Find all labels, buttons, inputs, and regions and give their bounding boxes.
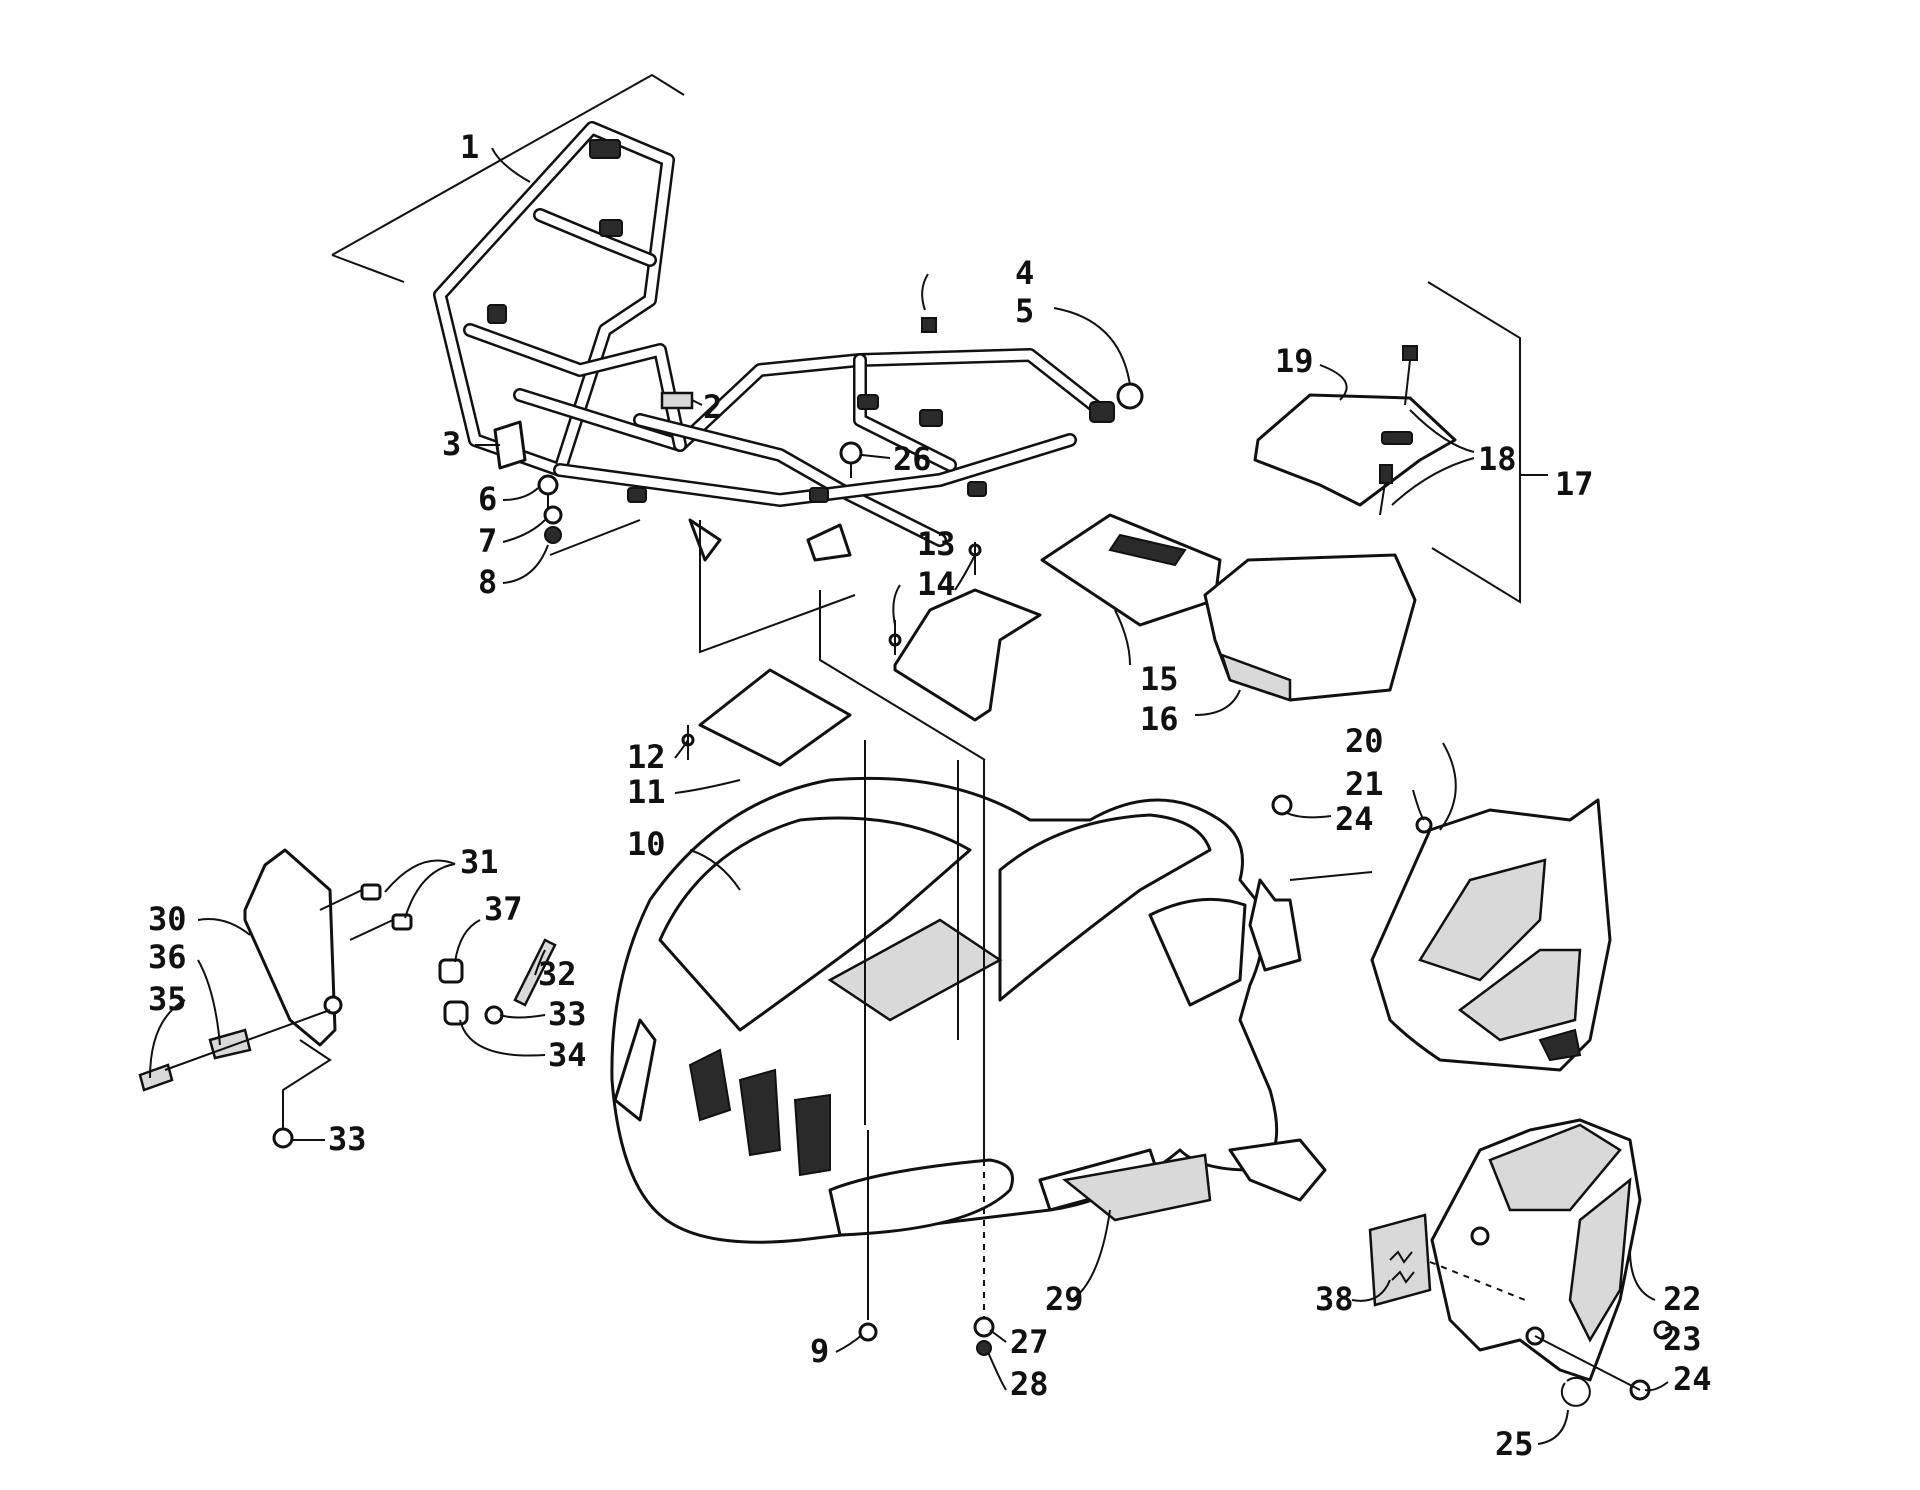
plate-11 [681, 668, 852, 767]
callout-26: 26 [893, 440, 932, 478]
callout-13: 13 [917, 525, 956, 563]
decal-29 [1062, 1153, 1212, 1222]
callout-17: 17 [1555, 465, 1594, 503]
callout-7: 7 [478, 522, 497, 560]
nut-9 [858, 1322, 878, 1342]
fender-panel-20 [1370, 798, 1612, 1072]
clip-4 [921, 317, 937, 333]
callout-27: 27 [1010, 1323, 1049, 1361]
bolt-31b [391, 913, 413, 931]
callout-19: 19 [1275, 342, 1314, 380]
washer-33b [272, 1127, 294, 1149]
nut-8 [544, 526, 562, 544]
callout-6: 6 [478, 480, 497, 518]
callout-5: 5 [1015, 292, 1034, 330]
hardware-bottom [858, 1316, 995, 1356]
storage-box-parts [1040, 345, 1457, 702]
callout-20: 20 [1345, 722, 1384, 760]
callout-29: 29 [1045, 1280, 1084, 1318]
box-16 [1203, 553, 1417, 702]
washer-27 [973, 1316, 995, 1338]
callout-30: 30 [148, 900, 187, 938]
decal-2 [660, 391, 694, 410]
insert-15 [1040, 513, 1222, 627]
alignment-lines [699, 520, 1641, 1391]
callout-labels: 1 2 3 4 5 6 7 8 9 10 11 12 13 14 15 16 1… [148, 128, 1712, 1463]
bushing-37 [438, 958, 464, 984]
decal-38 [1368, 1213, 1432, 1307]
callout-37: 37 [484, 890, 523, 928]
bolt-31a [360, 883, 382, 901]
front-rack-bracket [331, 73, 685, 283]
lens-30 [243, 848, 337, 1047]
spring-36 [208, 1028, 252, 1060]
callout-33b: 33 [328, 1120, 367, 1158]
lid-19 [1253, 393, 1457, 507]
callout-9: 9 [810, 1332, 829, 1370]
callout-23: 23 [1663, 1320, 1702, 1358]
headlight-right [828, 1158, 1014, 1237]
callout-22: 22 [1663, 1280, 1702, 1318]
bracket-3 [493, 420, 527, 470]
callout-2: 2 [703, 388, 722, 426]
callout-33a: 33 [548, 995, 587, 1033]
front-rack [433, 121, 1115, 562]
callout-18: 18 [1478, 440, 1517, 478]
front-body [610, 776, 1327, 1244]
leader-lines [149, 147, 1671, 1445]
rivet-26 [839, 441, 863, 465]
callout-14: 14 [917, 565, 956, 603]
callout-16: 16 [1140, 700, 1179, 738]
callout-35: 35 [148, 980, 187, 1018]
callout-34: 34 [548, 1036, 587, 1074]
bolt-6 [537, 474, 559, 496]
callout-10: 10 [627, 825, 666, 863]
washer-33a [484, 1005, 504, 1025]
callout-12: 12 [627, 738, 666, 776]
latch-18b [1379, 464, 1393, 484]
callout-31: 31 [460, 843, 499, 881]
callout-15: 15 [1140, 660, 1179, 698]
callout-11: 11 [627, 773, 666, 811]
clamp-25 [1560, 1376, 1591, 1407]
callout-24a: 24 [1335, 800, 1374, 838]
panel-14 [893, 588, 1042, 722]
storage-box-bracket [1427, 281, 1548, 604]
nut-28 [976, 1340, 992, 1356]
callout-25: 25 [1495, 1425, 1534, 1463]
screw-35 [138, 1063, 174, 1092]
callout-32: 32 [538, 955, 577, 993]
callout-36: 36 [148, 938, 187, 976]
hardware-rack [493, 317, 1144, 544]
callout-21: 21 [1345, 765, 1384, 803]
cap-5 [1116, 382, 1144, 410]
callout-28: 28 [1010, 1365, 1049, 1403]
center-shield [888, 542, 1042, 722]
callout-1: 1 [460, 128, 479, 166]
washer-7 [543, 505, 563, 525]
callout-8: 8 [478, 563, 497, 601]
callout-3: 3 [442, 425, 461, 463]
callout-38: 38 [1315, 1280, 1354, 1318]
grommet-34 [443, 1000, 469, 1026]
latch-18a [1402, 345, 1418, 361]
callout-4: 4 [1015, 254, 1034, 292]
callout-24b: 24 [1673, 1360, 1712, 1398]
